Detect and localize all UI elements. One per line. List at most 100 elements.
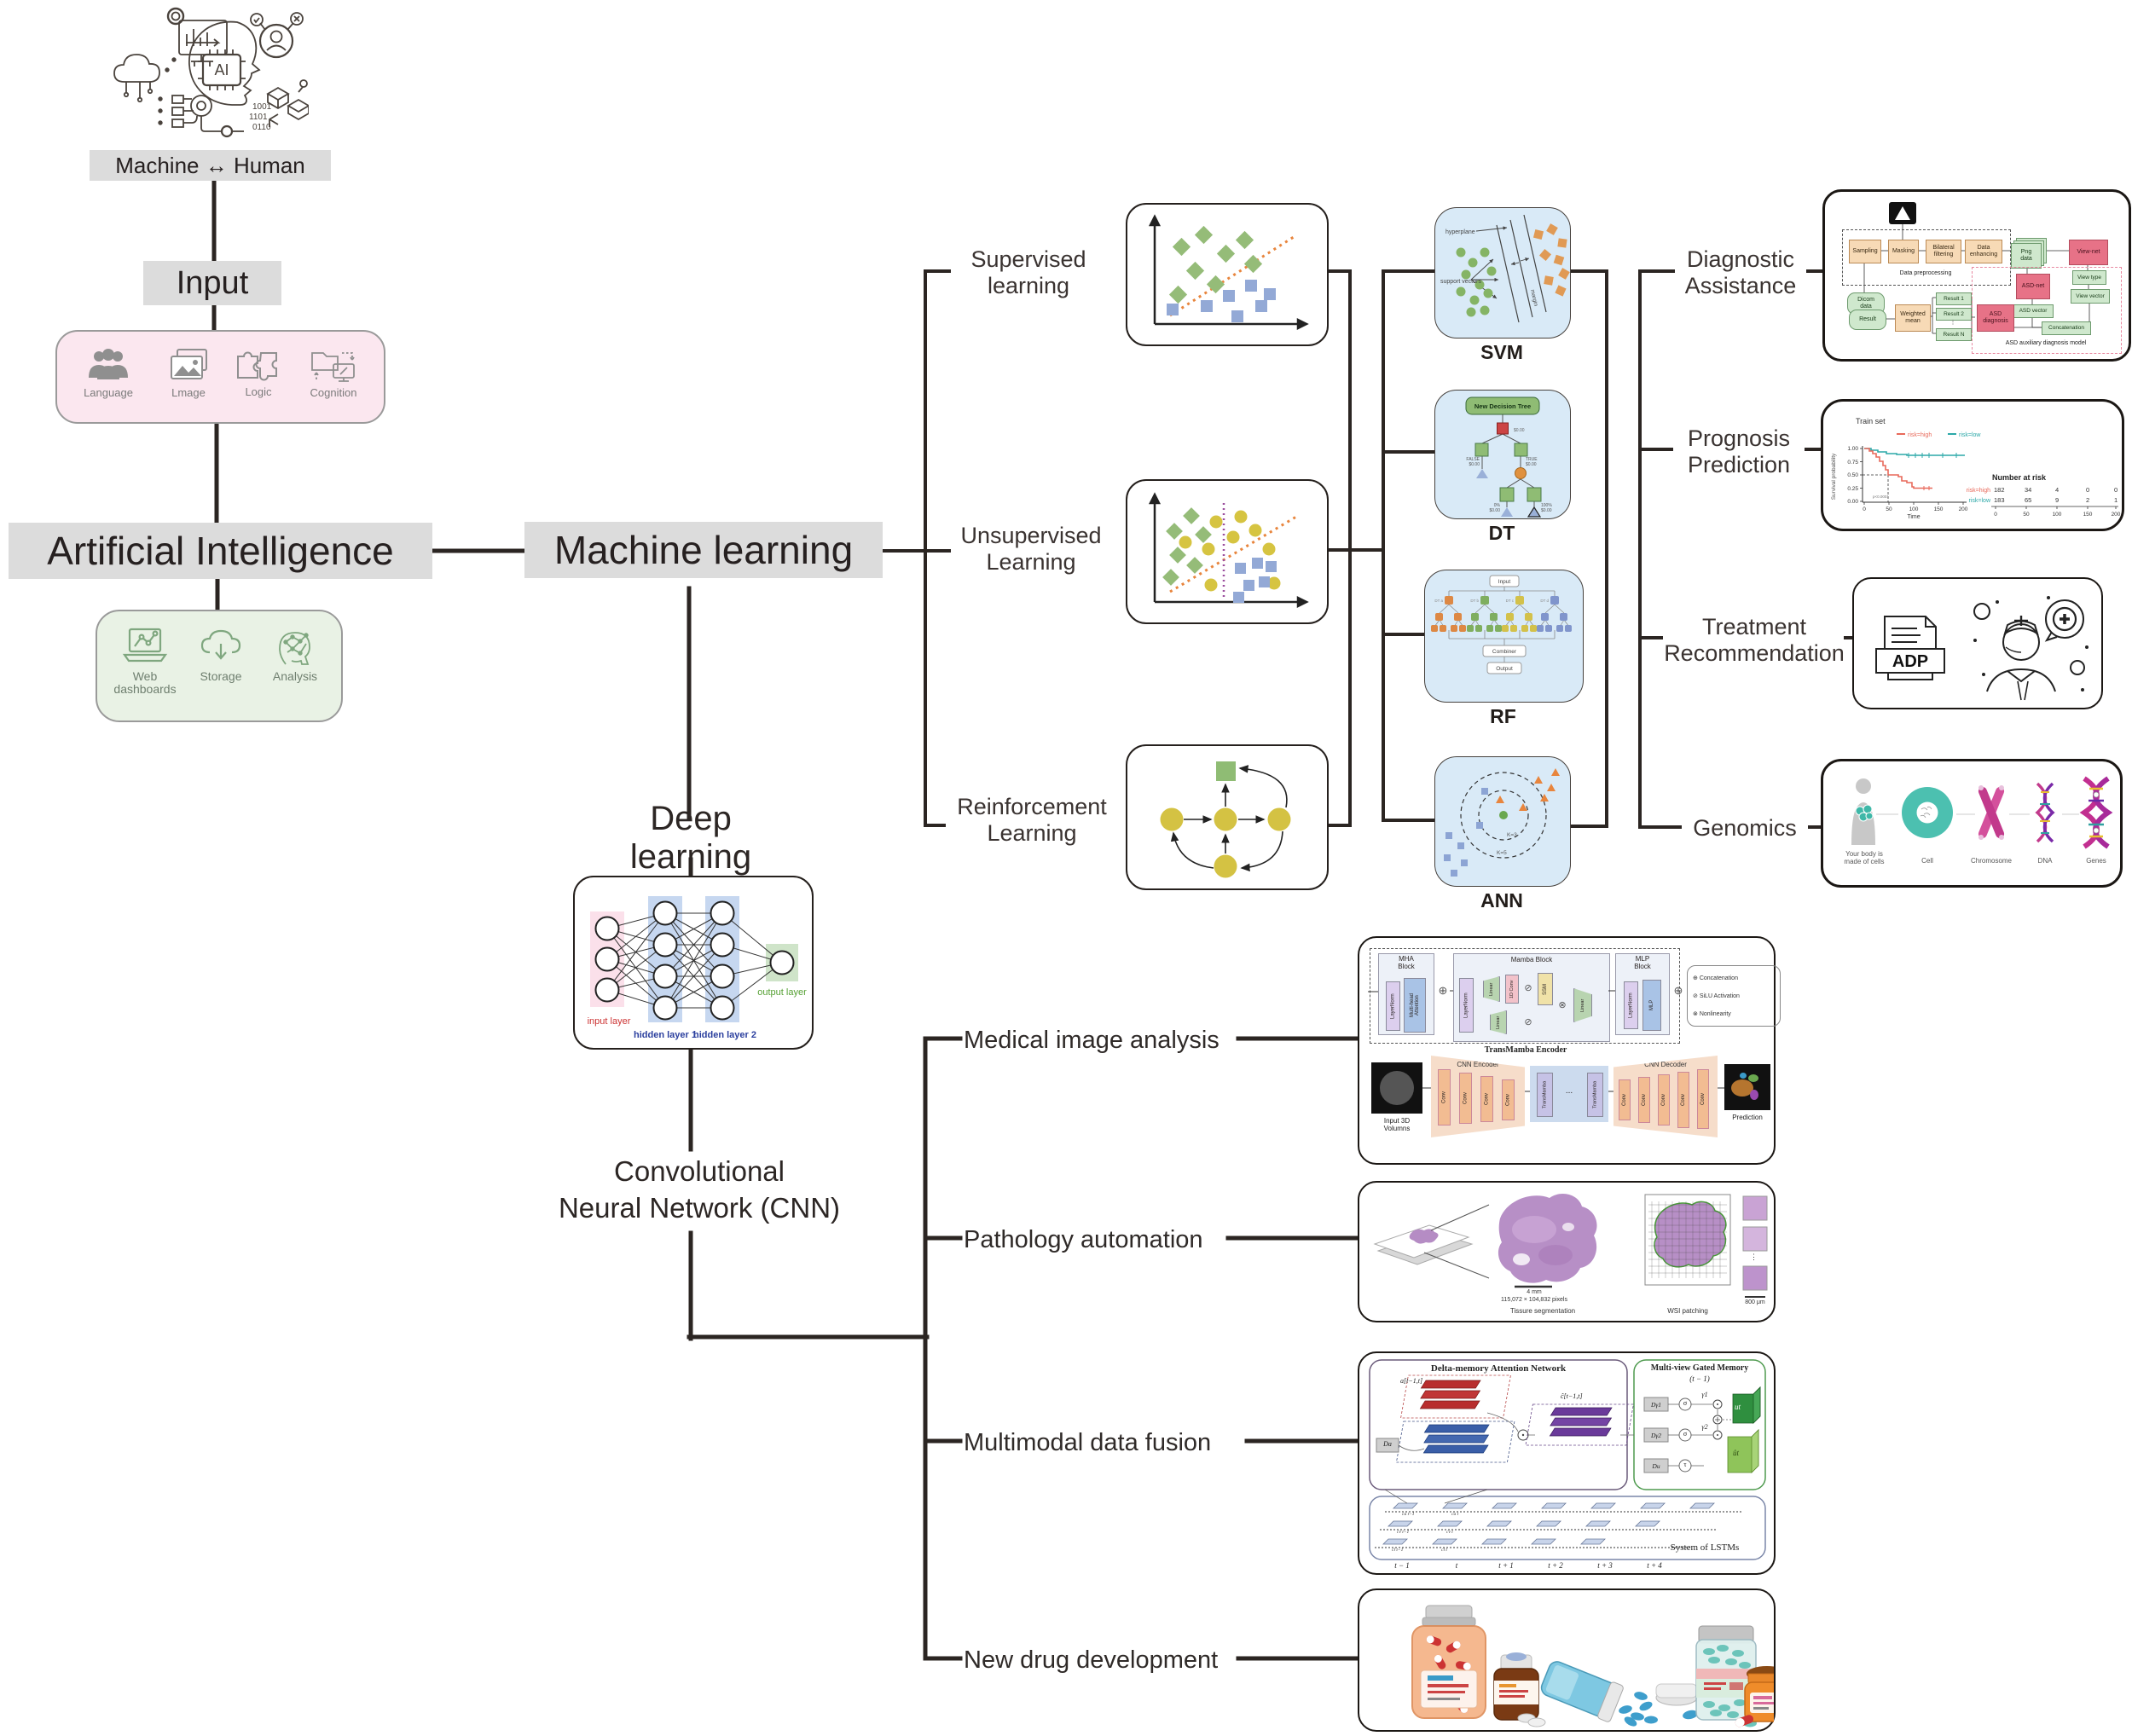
diag-wmean: Weighted mean <box>1895 304 1931 332</box>
risk-count: 0 <box>2114 486 2118 494</box>
rf-input-label: Input <box>1498 579 1511 585</box>
km-ytick: 0.50 <box>1847 472 1858 478</box>
rf-box: Input Combiner Output DT a DT b DT c DT … <box>1424 570 1584 703</box>
sigma2-label: σ <box>1683 1430 1688 1438</box>
cl2-label: cl t <box>1441 1548 1447 1553</box>
input-item-cognition: Cognition <box>298 344 369 410</box>
ai-item-label: Analysis <box>272 669 318 683</box>
risk-xtick: 100 <box>2053 512 2062 518</box>
t-label-5: t + 4 <box>1647 1561 1662 1570</box>
km-plot: Train set risk=high risk=low Survival pr… <box>1831 417 2121 520</box>
diag-model-label: ASD auxiliary diagnosis model <box>2005 340 2087 346</box>
dt-false-label: FALSE $0.00 <box>1466 457 1480 467</box>
km-ytick: 0.25 <box>1847 486 1858 492</box>
new-drug-development-box <box>1358 1588 1790 1732</box>
km-xlabel: Time <box>1907 514 1920 520</box>
svm-support-vectors-label: support vectors <box>1440 279 1481 285</box>
legend-row-silu: ⊘ SiLU Activation <box>1693 992 1775 999</box>
ai-item-analysis: Analysis <box>261 627 329 712</box>
nn-input-label: input layer <box>588 1016 631 1027</box>
wsi-patches <box>1742 1195 1768 1298</box>
nn-hidden2-label: hidden layer 2 <box>693 1030 756 1040</box>
diag-asdnet: ASD-net <box>2016 274 2050 299</box>
diag-viewvector: View vector <box>2071 289 2110 304</box>
km-legend-low: risk=low <box>1959 432 1981 438</box>
input-item-label: Cognition <box>310 386 357 399</box>
rf-tree-d-label: DT d <box>1540 599 1549 603</box>
diag-masking: Masking <box>1888 240 1919 263</box>
pathology-dots: ⋮ <box>1750 1253 1758 1261</box>
svm-label: SVM <box>1480 340 1523 363</box>
dt-right-pct-label: 100% $0.00 <box>1541 503 1552 513</box>
mv-sub: (t − 1) <box>1689 1374 1710 1383</box>
dt-label: DT <box>1488 521 1515 544</box>
prediction-cube <box>1724 1064 1770 1110</box>
km-ytick: 0.00 <box>1847 499 1858 505</box>
ai-item-storage: Storage <box>188 627 254 712</box>
legend-sym: ⊗ <box>1693 1010 1698 1017</box>
t-label-1: t <box>1455 1561 1458 1570</box>
mamba-block-title: Mamba Block <box>1510 956 1553 963</box>
svm-margin-label: margin <box>1529 289 1538 307</box>
app-prognosis-prediction: Prognosis Prediction <box>1687 425 1791 477</box>
pathology-illustration <box>1373 1194 1768 1298</box>
sym-concat-2: ⊕ <box>1673 984 1683 997</box>
deep-learning-label: Deep learning <box>629 800 752 876</box>
mlp-block: MLP Block LayerNorm MLP <box>1615 953 1670 1035</box>
sym-silu-1: ⊘ <box>1524 982 1532 993</box>
image-icon <box>171 349 207 379</box>
treatment-illustration: ADP <box>1875 596 2089 701</box>
prognosis-prediction-box: Train set risk=high risk=low Survival pr… <box>1821 399 2124 531</box>
sym-nonlin-1: ⊗ <box>1558 999 1567 1010</box>
transmamba-center: TransMamba ... TransMamba <box>1530 1066 1608 1122</box>
diag-viewtype: View type <box>2072 270 2106 285</box>
input-item-label: Lmage <box>171 386 206 399</box>
km-xtick: 0 <box>1863 506 1866 512</box>
pathology-pixels: 115,072 × 104,832 pixels <box>1501 1297 1567 1303</box>
rf-tree-b-label: DT b <box>1470 599 1479 603</box>
gamma1-label: γ1 <box>1701 1391 1708 1398</box>
rf-tree-c-label: DT c <box>1506 599 1515 603</box>
app-diagnostic-assistance: Diagnostic Assistance <box>1684 246 1797 298</box>
risk-count: 4 <box>2055 486 2059 494</box>
dlapp-pathology-automation: Pathology automation <box>964 1225 1203 1253</box>
medimg-arrows <box>1368 990 1724 1092</box>
km-legend-high: risk=high <box>1908 432 1932 438</box>
diag-preprocessing-label: Data preprocessing <box>1899 270 1952 276</box>
cnn-decoder-trap: CNN Decoder Conv Conv Conv Conv Conv <box>1613 1056 1718 1137</box>
dlapp-medical-image-analysis: Medical image analysis <box>964 1026 1220 1054</box>
pathology-scale1: 4 mm <box>1527 1289 1542 1295</box>
rf-label: RF <box>1490 704 1516 727</box>
c-label: ĉ[t−1,t] <box>1561 1392 1583 1400</box>
dg1-label: Dγ1 <box>1650 1401 1662 1409</box>
transmamba-encoder-title: TransMamba Encoder <box>1484 1045 1567 1055</box>
legend-sym: ⊘ <box>1693 992 1698 999</box>
jar-glass-teal <box>1695 1625 1767 1727</box>
cloud-download-icon <box>200 629 241 660</box>
legend-label: Concatenation <box>1699 975 1738 982</box>
branch-unsupervised: Unsupervised Learning <box>960 522 1102 575</box>
transmamba-dots: ... <box>1565 1086 1573 1096</box>
genomics-body-label: Your body is made of cells <box>1844 850 1885 865</box>
nn-hidden1-label: hidden layer 1 <box>634 1030 697 1040</box>
risk-count: 182 <box>1994 486 2005 494</box>
pathology-wsi-label: WSI patching <box>1667 1307 1708 1315</box>
diag-model-rect <box>1972 267 2122 354</box>
cnn-decoder-title: CNN Decoder <box>1644 1061 1687 1068</box>
cnn-encoder-title: CNN Encoder <box>1457 1061 1499 1068</box>
diag-asddiag: ASD diagnosis <box>1977 304 2014 332</box>
diag-enhancing: Data enhancing <box>1965 240 2002 263</box>
diag-result: Result <box>1849 310 1886 330</box>
ann-diagram: K=3 K=5 <box>1444 768 1560 877</box>
km-xtick: 200 <box>1959 506 1968 512</box>
brain-icon <box>279 632 310 665</box>
cv2-label: cv t <box>1446 1530 1453 1535</box>
risk-low-label: risk=low <box>1969 498 1991 504</box>
ut-label: ut <box>1735 1403 1741 1411</box>
supervised-illustration-box <box>1126 203 1329 346</box>
bottle-orange-large <box>1411 1605 1486 1719</box>
diag-resultn: Result N <box>1936 328 1972 341</box>
diag-bilateral: Bilateral filtering <box>1926 240 1961 263</box>
medimg-legend: ⊕ Concatenation ⊘ SiLU Activation ⊗ Nonl… <box>1687 965 1781 1027</box>
